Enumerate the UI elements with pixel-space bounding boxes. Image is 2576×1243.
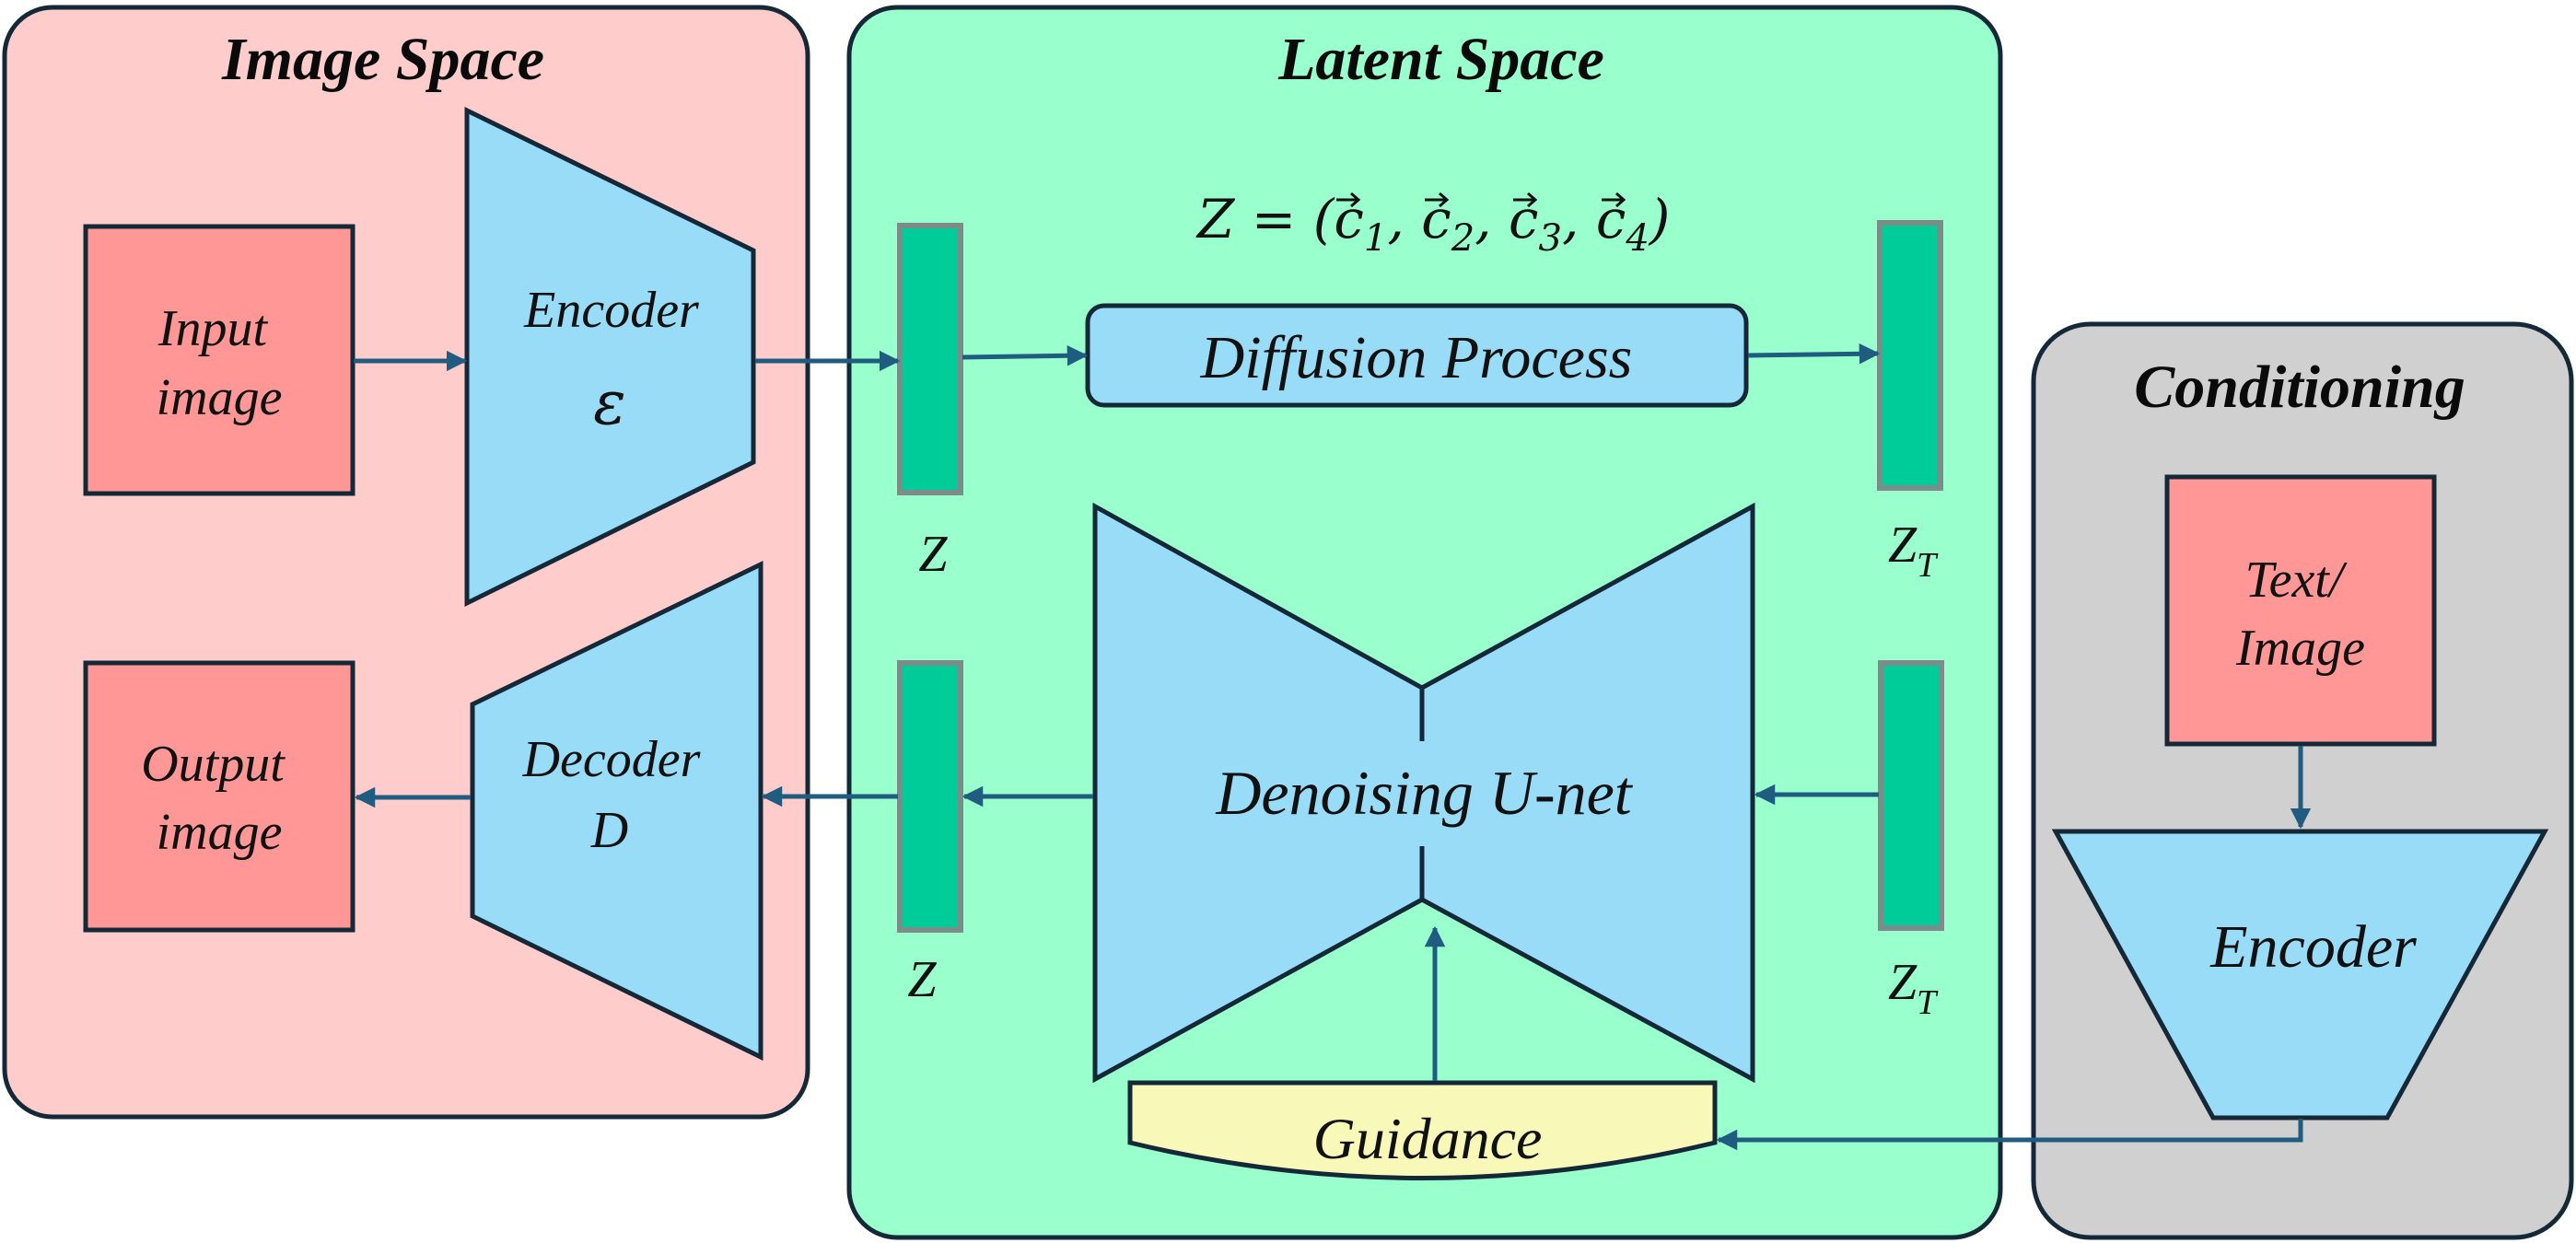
output-image-box bbox=[83, 660, 356, 933]
connectors bbox=[354, 343, 2312, 1151]
conditioning-encoder-label: Encoder bbox=[2209, 913, 2417, 981]
latent-z-bottom bbox=[897, 660, 963, 933]
guidance-label: Guidance bbox=[1313, 1106, 1543, 1171]
encoder-block bbox=[464, 106, 756, 608]
output-image-label-line1: Output bbox=[141, 736, 286, 793]
input-image-box bbox=[83, 224, 356, 496]
input-image-label-line1: Input bbox=[157, 300, 269, 357]
output-image-label-line2: image bbox=[157, 804, 283, 861]
latent-zt-top bbox=[1877, 220, 1943, 491]
denoising-unet-label: Denoising U-net bbox=[1215, 758, 1633, 828]
latent-zt-bottom bbox=[1878, 660, 1944, 931]
z-formula: Z = (c1, c2, c3, c4) bbox=[1195, 188, 1670, 260]
z-top-label: Z bbox=[918, 526, 948, 583]
encoder-symbol: ε bbox=[593, 367, 625, 438]
conditioning-title: Conditioning bbox=[2134, 354, 2465, 421]
text-image-label-line2: Image bbox=[2235, 620, 2365, 677]
conditioning-encoder-block bbox=[2051, 829, 2549, 1121]
text-image-box bbox=[2164, 474, 2437, 747]
image-space-title: Image Space bbox=[221, 26, 544, 93]
arrow-encoder-to-guidance bbox=[1716, 1119, 2303, 1151]
latent-space-title: Latent Space bbox=[1277, 26, 1604, 93]
input-image-label-line2: image bbox=[157, 369, 283, 426]
zt-top-label: ZT bbox=[1888, 517, 1939, 585]
svg-text:Input image: Input image bbox=[157, 300, 283, 426]
diffusion-process-label: Diffusion Process bbox=[1200, 324, 1633, 391]
svg-text:Output image: Output image bbox=[141, 736, 297, 861]
zt-bottom-label: ZT bbox=[1888, 954, 1939, 1022]
decoder-label: Decoder bbox=[522, 731, 701, 788]
z-bottom-label: Z bbox=[907, 951, 937, 1008]
arrow-diffusion-to-zt bbox=[1747, 343, 1881, 365]
decoder-symbol: D bbox=[590, 802, 628, 859]
svg-text:Text/ Image: Text/ Image bbox=[2235, 552, 2365, 677]
vector-arrows bbox=[1336, 192, 1626, 208]
decoder-block bbox=[470, 561, 763, 1062]
arrow-z-to-diffusion bbox=[962, 345, 1089, 366]
guidance-box bbox=[1127, 1080, 1718, 1180]
encoder-label: Encoder bbox=[523, 282, 699, 339]
latent-z-top bbox=[897, 223, 963, 495]
text-image-label-line1: Text/ bbox=[2245, 552, 2348, 609]
